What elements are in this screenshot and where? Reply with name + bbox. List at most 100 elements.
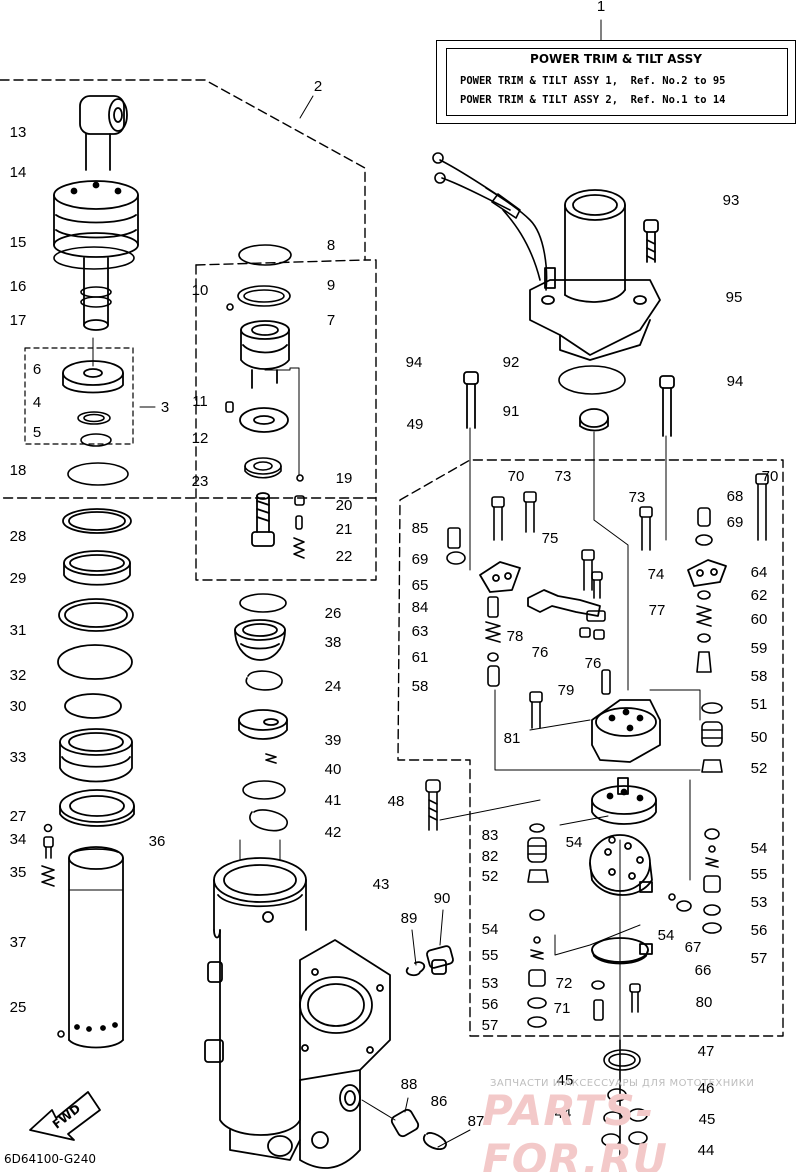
callout-70: 70	[508, 468, 525, 485]
bolt-93	[643, 219, 659, 263]
o-ring-8	[238, 244, 292, 266]
filter-91	[579, 408, 609, 432]
callout-9: 9	[327, 277, 335, 294]
o-ring-5	[80, 433, 112, 447]
cylinder-rings	[57, 508, 134, 719]
callout-37: 37	[10, 934, 27, 951]
callout-49: 49	[407, 416, 424, 433]
callout-81: 81	[504, 730, 521, 747]
ball-19	[296, 474, 304, 482]
callout-50: 50	[751, 729, 768, 746]
callout-72: 72	[556, 975, 573, 992]
power-trim-motor-95	[529, 189, 661, 361]
ball-54-mid	[608, 836, 616, 844]
snap-ring-24	[245, 670, 283, 691]
callout-4: 4	[33, 394, 41, 411]
callout-29: 29	[10, 570, 27, 587]
callout-86: 86	[431, 1093, 448, 1110]
piston-rod-13	[79, 95, 128, 171]
callout-67: 67	[685, 939, 702, 956]
callout-54: 54	[658, 927, 675, 944]
pump-guide-lines	[439, 427, 701, 1041]
callout-54: 54	[751, 840, 768, 857]
valve-90	[426, 909, 454, 975]
callout-53: 53	[482, 975, 499, 992]
assembly-2-boundary	[0, 79, 377, 581]
callout-56: 56	[751, 922, 768, 939]
pin-34	[43, 836, 54, 859]
callout-94: 94	[406, 354, 423, 371]
callout-45: 45	[557, 1072, 574, 1089]
callout-30: 30	[10, 698, 27, 715]
callout-51: 51	[751, 696, 768, 713]
cap-52-right	[701, 759, 723, 773]
callout-55: 55	[751, 866, 768, 883]
callout-47: 47	[698, 1043, 715, 1060]
callout-84: 84	[412, 599, 429, 616]
assembly-3-boundary	[24, 347, 134, 445]
callout-71: 71	[554, 1000, 571, 1017]
callout-14: 14	[10, 164, 27, 181]
watermark-caption: ЗАПЧАСТИ И АКСЕССУАРЫ ДЛЯ МОТОТЕХНИКИ	[490, 1078, 755, 1089]
callout-94: 94	[727, 373, 744, 390]
bolts-70-73	[491, 473, 769, 599]
o-ring-51	[701, 702, 723, 714]
valve-7	[240, 320, 290, 389]
callout-33: 33	[10, 749, 27, 766]
bolt-94-left	[463, 371, 479, 429]
callout-26: 26	[325, 605, 342, 622]
callout-55: 55	[482, 947, 499, 964]
callout-89: 89	[401, 910, 418, 927]
parts-68-69-85	[446, 507, 713, 565]
gear-housing	[591, 777, 657, 825]
callout-73: 73	[629, 489, 646, 506]
o-ring-9	[237, 285, 291, 307]
callout-80: 80	[696, 994, 713, 1011]
pump-plate	[589, 834, 653, 896]
parts-84-63-61-58-left	[485, 596, 501, 687]
callout-43: 43	[373, 876, 390, 893]
washer-4	[77, 411, 111, 425]
callout-28: 28	[10, 528, 27, 545]
callout-64: 64	[751, 564, 768, 581]
ring-87	[437, 1129, 471, 1148]
stack-left-53-57	[527, 909, 547, 1028]
callout-58: 58	[412, 678, 429, 695]
fitting-88	[390, 1097, 420, 1138]
callout-54: 54	[566, 834, 583, 851]
lever-78	[527, 589, 601, 617]
callout-77: 77	[649, 602, 666, 619]
callout-90: 90	[434, 890, 451, 907]
o-ring-41	[242, 780, 286, 800]
callout-87: 87	[468, 1113, 485, 1130]
plate-66	[591, 937, 653, 965]
callout-74: 74	[648, 566, 665, 583]
circlip-42	[249, 809, 288, 832]
callout-39: 39	[325, 732, 342, 749]
spring-40	[265, 753, 277, 764]
callout-40: 40	[325, 761, 342, 778]
callout-57: 57	[482, 1017, 499, 1034]
callout-1: 1	[597, 0, 605, 15]
pin-20	[294, 495, 305, 506]
callout-59: 59	[751, 640, 768, 657]
clip-89	[405, 929, 426, 977]
callout-69: 69	[412, 551, 429, 568]
bolt	[251, 492, 275, 547]
ball-25	[57, 1030, 65, 1038]
washer-23	[244, 457, 282, 479]
callout-11: 11	[192, 393, 208, 410]
callout-93: 93	[723, 192, 740, 209]
pump-body	[591, 699, 661, 763]
callout-27: 27	[10, 808, 27, 825]
callout-35: 35	[10, 864, 27, 881]
o-ring-26	[239, 593, 287, 613]
spring-35	[41, 865, 55, 887]
callout-76: 76	[585, 655, 602, 672]
callout-31: 31	[10, 622, 27, 639]
ball-54-67	[668, 893, 692, 912]
callout-53: 53	[751, 894, 768, 911]
callout-75: 75	[542, 530, 559, 547]
